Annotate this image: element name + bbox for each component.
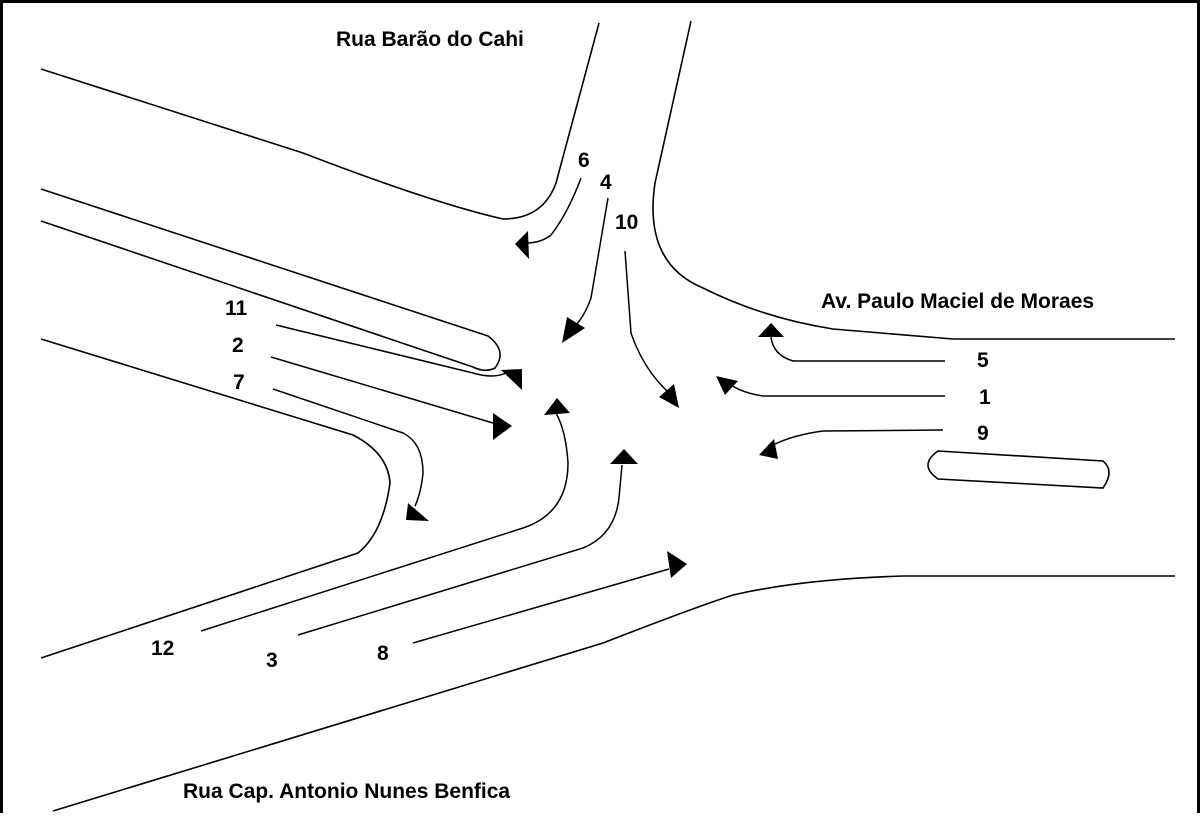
movement-12-arrowhead [544,398,570,415]
movement-2-arrowhead [493,413,512,440]
movement-1-path [730,384,945,397]
movement-label-5: 5 [977,349,989,372]
movement-label-7: 7 [233,371,245,394]
movement-12-path [200,412,569,632]
street-label-south: Rua Cap. Antonio Nunes Benfica [183,780,510,803]
street-label-east: Av. Paulo Maciel de Moraes [821,290,1094,313]
street-label-north: Rua Barão do Cahi [336,28,524,51]
movement-arrows [200,177,945,644]
movement-label-8: 8 [377,642,389,665]
movement-4-arrowhead [562,317,585,343]
movement-label-11: 11 [225,297,248,320]
diagram-canvas: 6 4 10 11 2 7 5 1 9 12 3 8 Rua Barão do … [40,20,1175,812]
movement-8-arrowhead [667,551,687,578]
movement-label-4: 4 [600,171,612,194]
movement-5-arrowhead [758,323,784,337]
road-edge-north-east [652,20,1175,340]
road-edge-west-south [40,338,391,659]
movement-6-arrowhead [515,231,529,259]
movement-label-1: 1 [979,386,991,409]
movement-3-path [297,464,623,636]
street-labels: Rua Barão do Cahi Av. Paulo Maciel de Mo… [183,28,1094,803]
movement-1-arrowhead [716,376,738,395]
movement-10-path [624,250,668,392]
movement-4-path [575,197,609,326]
movement-2-path [270,356,494,424]
movement-5-path [770,336,945,362]
movement-3-arrowhead [610,449,638,464]
movement-label-3: 3 [266,649,278,672]
movement-6-path [525,177,582,244]
east-median-island [927,450,1110,489]
movement-11-path [275,324,507,377]
movement-label-12: 12 [151,637,174,660]
road-edge-south-east [52,575,1175,812]
movement-10-arrowhead [659,384,679,408]
movement-label-9: 9 [977,422,989,445]
movement-9-path [772,429,944,446]
road-edge-north-west [40,22,600,220]
movement-label-10: 10 [615,211,638,234]
movement-labels: 6 4 10 11 2 7 5 1 9 12 3 8 [151,149,991,672]
movement-label-6: 6 [578,149,590,172]
movement-8-path [412,568,670,644]
movement-9-arrowhead [759,439,778,459]
movement-11-arrowhead [501,369,522,390]
road-edge-west-median-upper [40,188,501,372]
movement-7-arrowhead [406,503,429,521]
road-edges [40,20,1175,812]
movement-label-2: 2 [232,334,244,357]
road-edge-west-median-lower [40,220,474,368]
movement-7-path [272,388,424,507]
